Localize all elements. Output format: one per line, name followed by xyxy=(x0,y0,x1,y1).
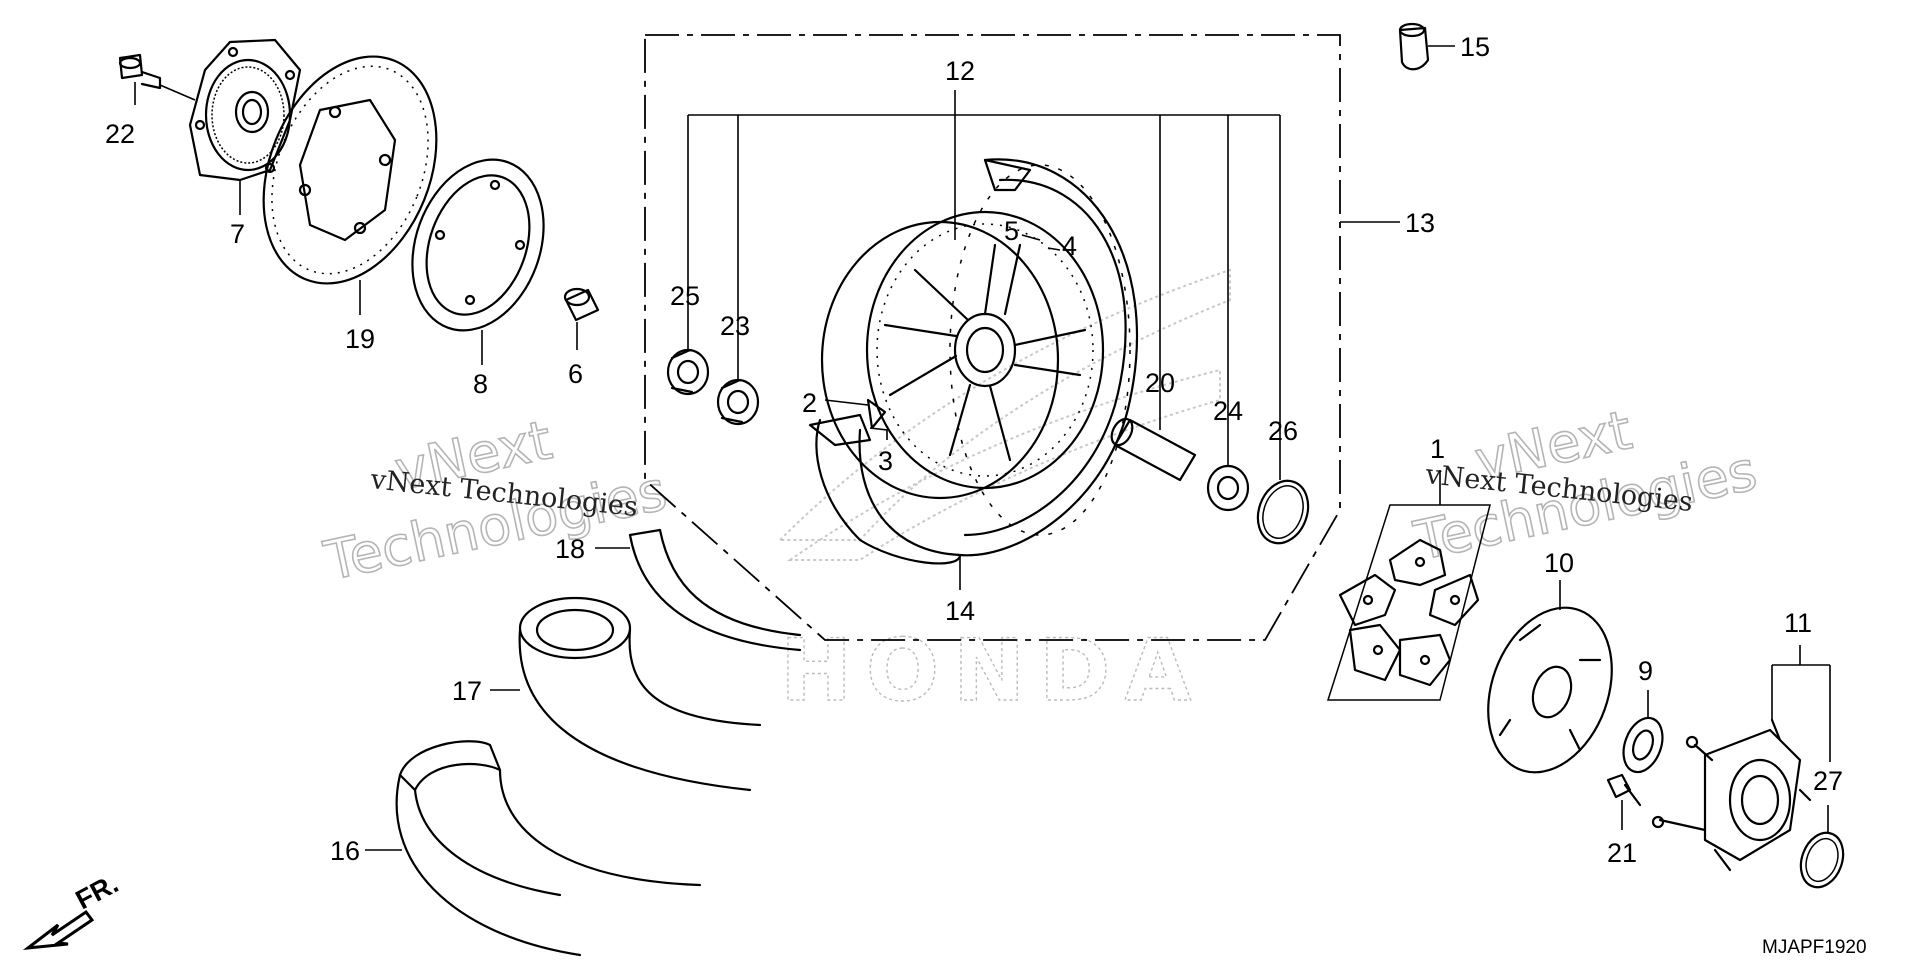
callout-5: 5 xyxy=(1004,216,1019,246)
part-2-valve[interactable] xyxy=(866,398,887,430)
callout-19: 19 xyxy=(345,324,375,354)
watermark-right: vNext Technologies vNext Technologies xyxy=(1408,397,1763,573)
callout-20: 20 xyxy=(1145,368,1175,398)
part-1-damper-rubbers[interactable] xyxy=(1326,504,1491,701)
watermark-left: vNext Technologies vNext Technologies xyxy=(318,407,673,593)
part-26-oring[interactable] xyxy=(1250,474,1317,551)
callout-22: 22 xyxy=(105,119,135,149)
callout-26: 26 xyxy=(1268,416,1298,446)
wheel-assembly-boundary xyxy=(644,34,1341,641)
callout-16: 16 xyxy=(330,836,360,866)
callout-4: 4 xyxy=(1062,231,1077,261)
diagram-code: MJAPF1920 xyxy=(1762,937,1867,958)
callout-15: 15 xyxy=(1460,32,1490,62)
part-17-tube[interactable] xyxy=(518,596,762,792)
callout-8: 8 xyxy=(473,369,488,399)
front-direction-arrow-icon xyxy=(22,909,95,951)
part-6-collar[interactable] xyxy=(563,287,600,322)
part-23-bearing[interactable] xyxy=(716,378,760,426)
part-22-bolt[interactable] xyxy=(118,53,162,90)
callout-17: 17 xyxy=(452,676,482,706)
part-20-spacer[interactable] xyxy=(1107,415,1197,482)
callout-3: 3 xyxy=(878,446,893,476)
callout-1: 1 xyxy=(1430,434,1445,464)
part-9-washer[interactable] xyxy=(1617,713,1670,778)
honda-watermark: HONDA xyxy=(777,268,1231,722)
part-8-carrier-ring[interactable] xyxy=(390,141,567,349)
callout-11: 11 xyxy=(1784,608,1812,638)
part-19-brake-disc[interactable] xyxy=(232,31,469,310)
callout-9: 9 xyxy=(1638,656,1653,686)
part-10-plate[interactable] xyxy=(1466,590,1633,789)
part-12-wheel[interactable] xyxy=(820,210,1105,500)
callout-labels: 1 2 3 4 5 6 7 8 9 10 11 12 13 14 15 16 1… xyxy=(105,32,1843,868)
callout-12: 12 xyxy=(945,56,975,86)
callout-21: 21 xyxy=(1607,838,1637,868)
callout-24: 24 xyxy=(1213,396,1243,426)
part-15-valve-cap[interactable] xyxy=(1398,22,1430,71)
callout-25: 25 xyxy=(670,281,700,311)
callout-13: 13 xyxy=(1405,208,1435,238)
part-27-oring[interactable] xyxy=(1794,827,1851,893)
callout-18: 18 xyxy=(555,534,585,564)
part-18-rim-band[interactable] xyxy=(628,528,802,652)
callout-10: 10 xyxy=(1544,548,1574,578)
part-14-tire[interactable] xyxy=(808,158,1139,565)
callout-23: 23 xyxy=(720,311,750,341)
callout-2: 2 xyxy=(802,388,817,418)
callout-27: 27 xyxy=(1813,766,1843,796)
callout-7: 7 xyxy=(230,219,245,249)
honda-brand-text: HONDA xyxy=(780,621,1205,721)
part-16-tire[interactable] xyxy=(395,740,702,957)
callout-14: 14 xyxy=(945,596,975,626)
direction-label: FR. xyxy=(71,868,123,915)
part-11-hub[interactable] xyxy=(1651,718,1812,872)
leader-lines xyxy=(134,45,1831,851)
part-7-flange[interactable] xyxy=(188,38,302,182)
part-21-bolt[interactable] xyxy=(1606,773,1642,807)
part-24-bearing[interactable] xyxy=(1206,464,1250,512)
callout-6: 6 xyxy=(568,359,583,389)
part-25-bearing[interactable] xyxy=(666,348,710,396)
